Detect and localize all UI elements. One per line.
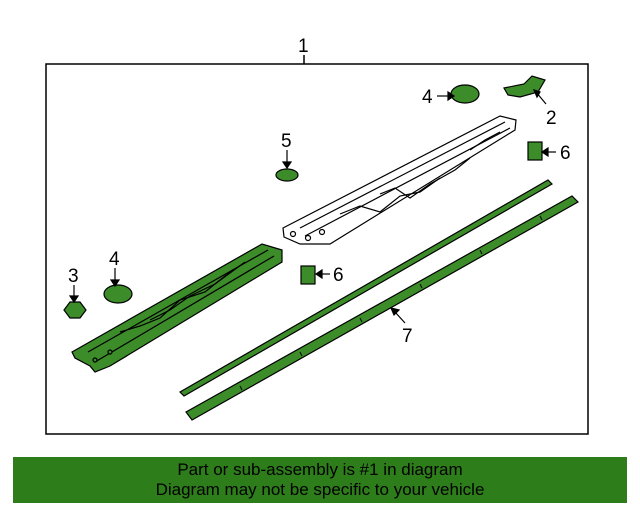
parts-diagram: 1 2 3 4 4 5 6 6 7 (45, 36, 589, 435)
pad-part-6-front (300, 265, 316, 285)
pad-part-6-rear (527, 141, 543, 161)
callout-2: 2 (546, 108, 557, 129)
banner-line-1: Part or sub-assembly is #1 in diagram (177, 460, 463, 479)
molding-clip-marks (239, 215, 543, 391)
callout-6-front: 6 (333, 265, 344, 286)
sill-molding-thin (179, 179, 553, 397)
plug-part-4-rear (450, 84, 480, 104)
callout-5: 5 (281, 131, 292, 152)
front-rocker-reinforcement (71, 243, 283, 373)
callout-7: 7 (402, 326, 413, 347)
callout-1: 1 (298, 36, 309, 57)
plug-part-4-front (103, 284, 133, 304)
disclaimer-banner: Part or sub-assembly is #1 in diagram Di… (13, 457, 627, 503)
callout-3: 3 (68, 266, 79, 287)
callout-6-rear: 6 (560, 143, 571, 164)
rear-rocker-reinforcement (282, 115, 517, 245)
grommet-part-5 (275, 168, 299, 182)
banner-line-2: Diagram may not be specific to your vehi… (155, 480, 485, 499)
clip-part-3 (63, 301, 87, 319)
callout-leaders (68, 89, 556, 324)
callout-4-front: 4 (109, 249, 120, 270)
sill-molding-wide (185, 195, 579, 421)
callout-4-rear: 4 (422, 87, 433, 108)
